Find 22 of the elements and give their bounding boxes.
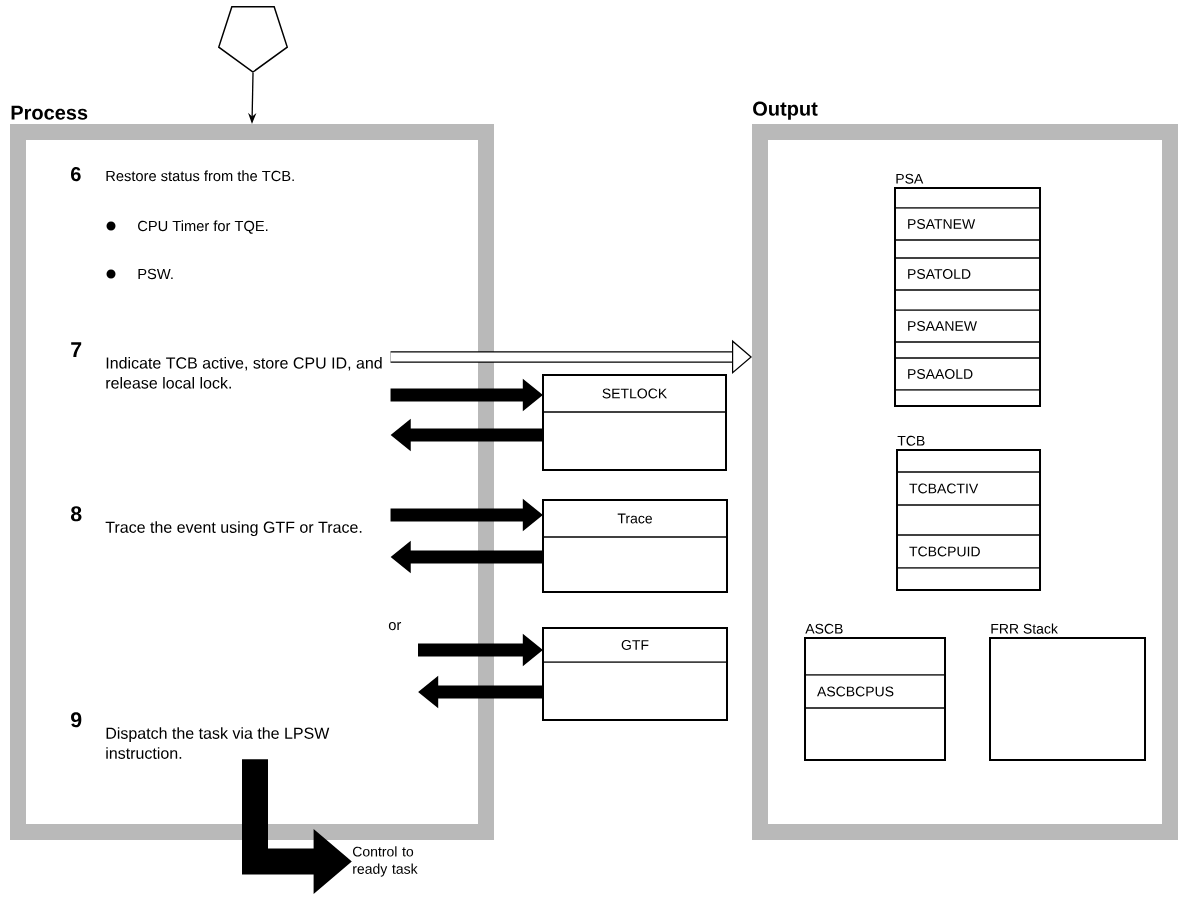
node-label: FRR Stack <box>991 623 1058 634</box>
record-box: GTF <box>542 627 728 721</box>
step-text: 8 Trace the event using GTF or Trace. <box>70 506 362 537</box>
node-label: PSA <box>896 173 924 184</box>
step-text: 7 Indicate TCB active, store CPU ID, and release local lock. <box>71 342 382 389</box>
step-text: 9 Dispatch the task via the LPSW instruction. <box>71 712 330 759</box>
step-text: Restore status from the TCB. <box>106 170 294 182</box>
node-label: TCB <box>897 435 925 446</box>
node-label: Output <box>753 101 818 120</box>
record-box: SETLOCK <box>542 374 727 471</box>
or-text: or <box>388 622 402 631</box>
record-box: Trace <box>542 499 728 593</box>
record-box: PSA PSATNEW PSATOLD PSAANEW PSAAOLD <box>894 173 1041 407</box>
node-label: Process <box>11 105 88 120</box>
record-box: FRR Stack <box>989 623 1146 761</box>
node-label: ASCB <box>805 623 843 634</box>
bullet-item: CPU Timer for TQE. <box>106 220 268 234</box>
step-number: 6 <box>71 167 81 182</box>
bullet-item: PSW. <box>106 268 173 280</box>
record-box: TCB TCBACTIV TCBCPUID <box>896 435 1041 591</box>
result-text: Control to ready task <box>353 846 418 877</box>
record-box: ASCB ASCBCPUS <box>804 623 946 761</box>
